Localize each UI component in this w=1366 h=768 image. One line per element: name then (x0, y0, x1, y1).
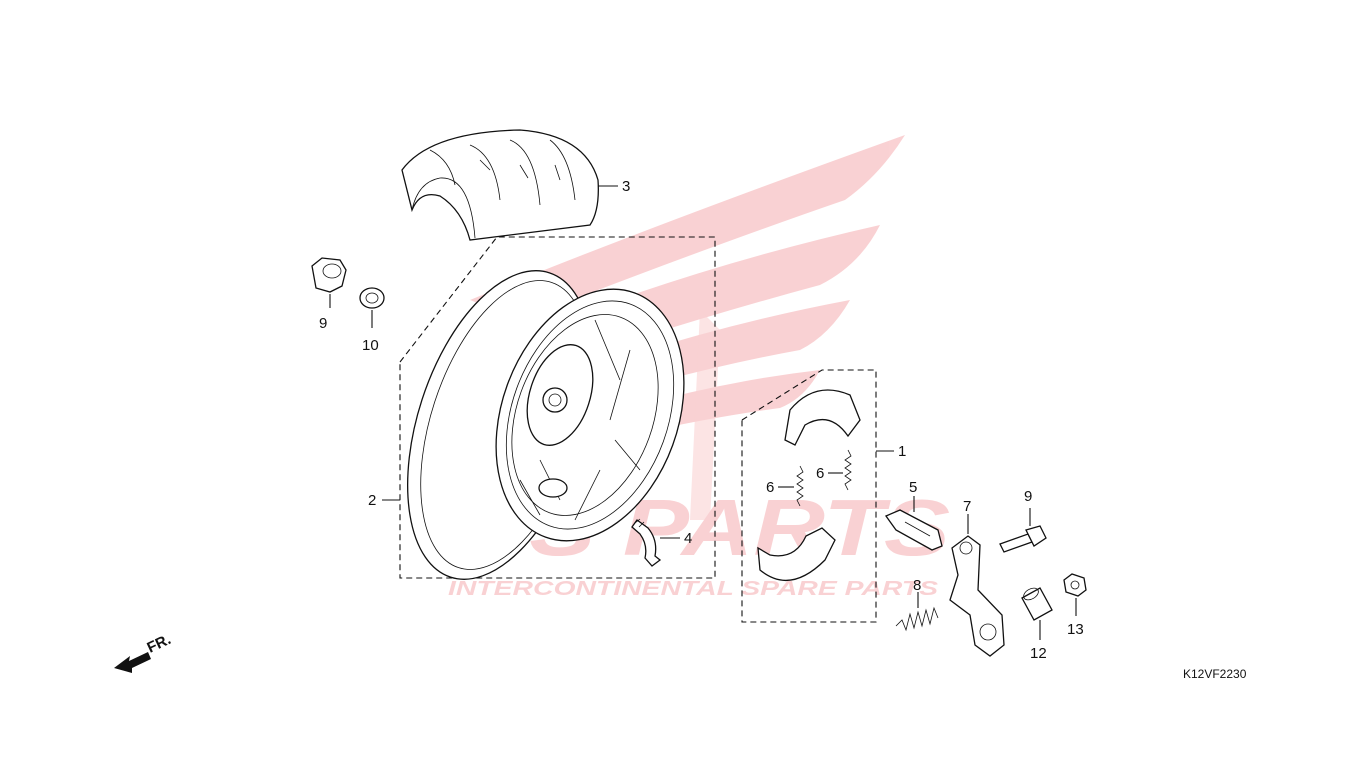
part-1-brake-shoe-set (741, 369, 877, 623)
callout-9: 9 (1024, 488, 1032, 505)
callout-12: 12 (1030, 645, 1047, 662)
callout-5: 5 (909, 479, 917, 496)
part-6-spring-left (796, 465, 804, 507)
part-9-bolt (999, 525, 1047, 553)
callout-11: 10 (362, 337, 379, 354)
part-12-collar (1021, 587, 1053, 621)
part-7-brake-arm (949, 535, 1005, 657)
part-11-washer (359, 287, 385, 309)
callout-2: 2 (368, 492, 376, 509)
part-3-tire (401, 129, 599, 241)
arrow-left-icon (114, 652, 151, 673)
callout-1: 1 (898, 443, 906, 460)
part-2-wheel (399, 236, 716, 580)
watermark-tagline: INTERCONTINENTAL SPARE PARTS (448, 578, 939, 600)
callout-7: 7 (963, 498, 971, 515)
callout-6-right: 6 (816, 465, 824, 482)
part-5-brake-cam (885, 509, 943, 551)
part-6-spring-right (844, 449, 852, 491)
front-direction-arrow: FR. (114, 631, 174, 673)
callout-6-left: 6 (766, 479, 774, 496)
callout-3: 3 (622, 178, 630, 195)
callout-4: 4 (684, 530, 692, 547)
diagram-code: K12VF2230 (1183, 667, 1247, 681)
front-label: FR. (145, 631, 174, 657)
part-13-nut (1063, 573, 1087, 597)
part-10-nut (311, 257, 347, 293)
part-4-valve (631, 518, 662, 567)
callout-13: 13 (1067, 621, 1084, 638)
part-8-return-spring (895, 606, 939, 632)
callout-10: 9 (319, 315, 327, 332)
callout-8: 8 (913, 577, 921, 594)
